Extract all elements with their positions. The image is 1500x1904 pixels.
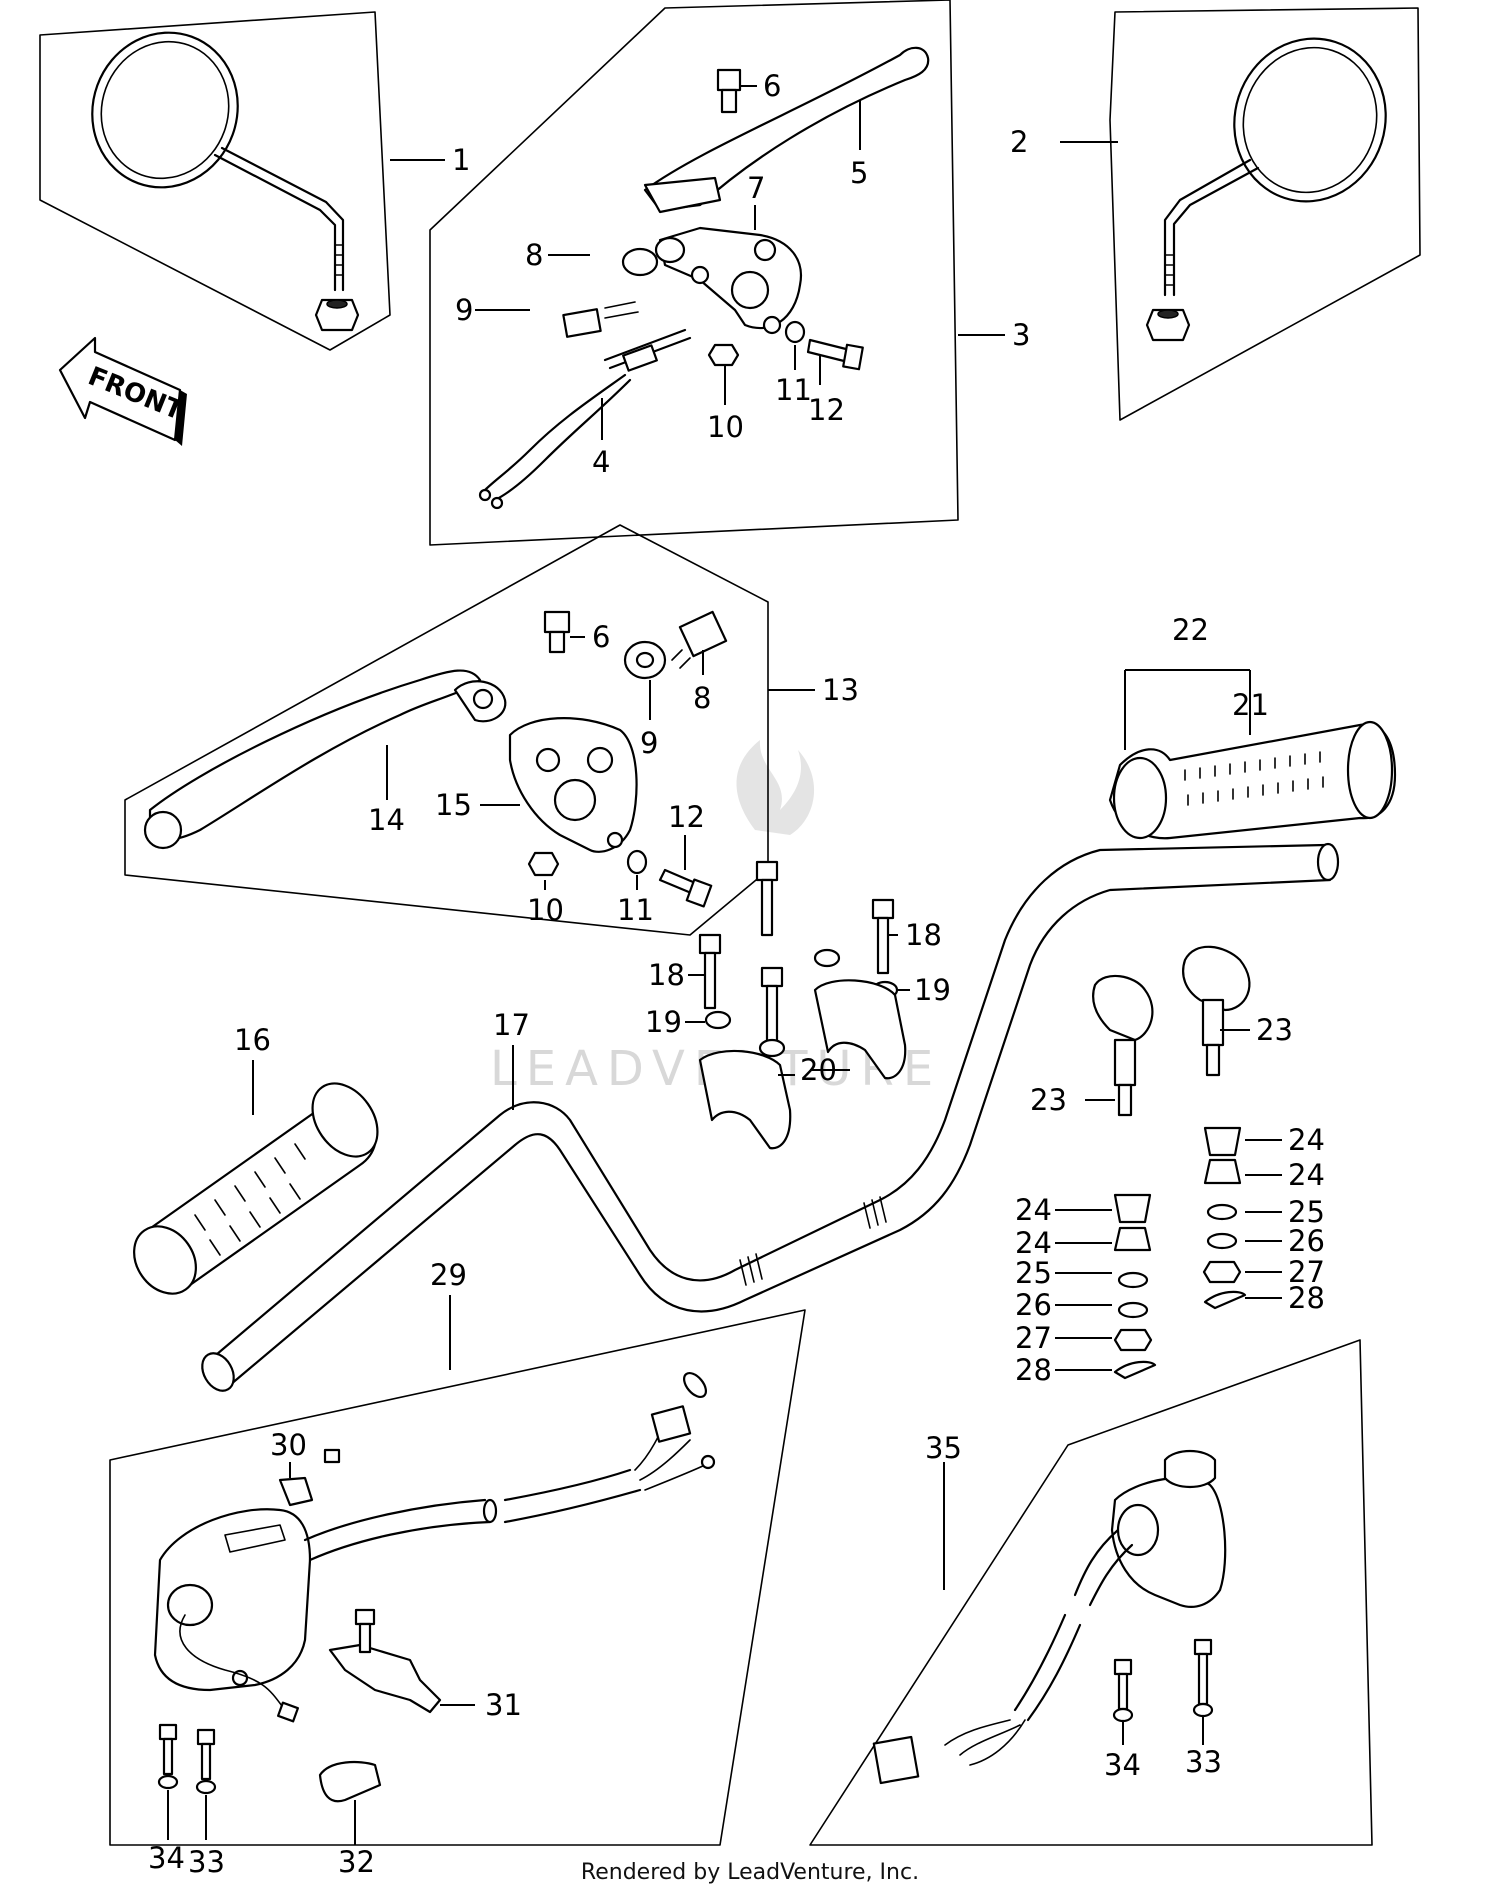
handlebar-holder-parts xyxy=(698,860,907,1150)
brake-lever-assembly-group xyxy=(124,524,769,936)
callout-18a: 18 xyxy=(648,958,685,992)
callout-8b: 8 xyxy=(693,681,711,715)
footer-credit: Rendered by LeadVenture, Inc. xyxy=(580,1860,920,1885)
callout-13: 13 xyxy=(822,673,859,707)
callout-9a: 9 xyxy=(455,293,473,327)
throttle-grip xyxy=(1108,720,1397,840)
callout-20: 20 xyxy=(800,1053,837,1087)
callout-5: 5 xyxy=(850,156,868,190)
callout-27a: 27 xyxy=(1288,1255,1325,1289)
right-switch-group xyxy=(809,1339,1373,1846)
handlebar xyxy=(201,842,1340,1392)
callout-7: 7 xyxy=(747,171,765,205)
callout-9b: 9 xyxy=(640,726,658,760)
callout-29: 29 xyxy=(430,1258,467,1292)
callout-19b: 19 xyxy=(914,973,951,1007)
callout-4: 4 xyxy=(592,445,610,479)
callout-3: 3 xyxy=(1012,318,1030,352)
callout-2: 2 xyxy=(1010,125,1028,159)
callout-26b: 26 xyxy=(1015,1288,1052,1322)
callout-31: 31 xyxy=(485,1688,522,1722)
left-switch-group xyxy=(109,1309,806,1846)
callout-28a: 28 xyxy=(1288,1281,1325,1315)
callout-33a: 33 xyxy=(188,1845,225,1879)
callout-17: 17 xyxy=(493,1008,530,1042)
callout-35: 35 xyxy=(925,1431,962,1465)
mirror-left-group xyxy=(39,11,391,351)
callout-24b: 24 xyxy=(1288,1158,1325,1192)
callout-11a: 11 xyxy=(775,373,812,407)
callout-23a: 23 xyxy=(1256,1013,1293,1047)
callout-33b: 33 xyxy=(1185,1745,1222,1779)
callout-30: 30 xyxy=(270,1428,307,1462)
front-direction-arrow: FRONT xyxy=(58,336,187,446)
callout-labels: 1 2 3 4 5 6 7 8 9 10 11 12 6 8 9 13 14 1… xyxy=(148,69,1325,1879)
callout-12b: 12 xyxy=(668,800,705,834)
callout-18b: 18 xyxy=(905,918,942,952)
callout-25b: 25 xyxy=(1015,1256,1052,1290)
callout-6a: 6 xyxy=(763,69,781,103)
callout-32: 32 xyxy=(338,1845,375,1879)
callout-21: 21 xyxy=(1232,688,1269,722)
callout-22: 22 xyxy=(1172,613,1209,647)
leader-lines xyxy=(167,85,1282,1845)
callout-1: 1 xyxy=(452,143,470,177)
callout-12a: 12 xyxy=(808,393,845,427)
callout-34a: 34 xyxy=(148,1841,185,1875)
clutch-lever-assembly-group xyxy=(429,0,959,546)
callout-10a: 10 xyxy=(707,410,744,444)
callout-24a: 24 xyxy=(1288,1123,1325,1157)
left-grip xyxy=(133,1082,379,1295)
callout-27b: 27 xyxy=(1015,1321,1052,1355)
callout-34b: 34 xyxy=(1104,1748,1141,1782)
callout-11b: 11 xyxy=(617,893,654,927)
callout-24d: 24 xyxy=(1015,1226,1052,1260)
callout-15: 15 xyxy=(435,788,472,822)
handlebar-riser-parts xyxy=(1092,945,1251,1380)
callout-16: 16 xyxy=(234,1023,271,1057)
callout-10b: 10 xyxy=(527,893,564,927)
callout-19a: 19 xyxy=(645,1005,682,1039)
callout-28b: 28 xyxy=(1015,1353,1052,1387)
mirror-right-group xyxy=(1109,7,1421,421)
callout-24c: 24 xyxy=(1015,1193,1052,1227)
callout-25a: 25 xyxy=(1288,1195,1325,1229)
callout-26a: 26 xyxy=(1288,1224,1325,1258)
callout-8a: 8 xyxy=(525,238,543,272)
callout-14: 14 xyxy=(368,803,405,837)
callout-6b: 6 xyxy=(592,620,610,654)
callout-23b: 23 xyxy=(1030,1083,1067,1117)
